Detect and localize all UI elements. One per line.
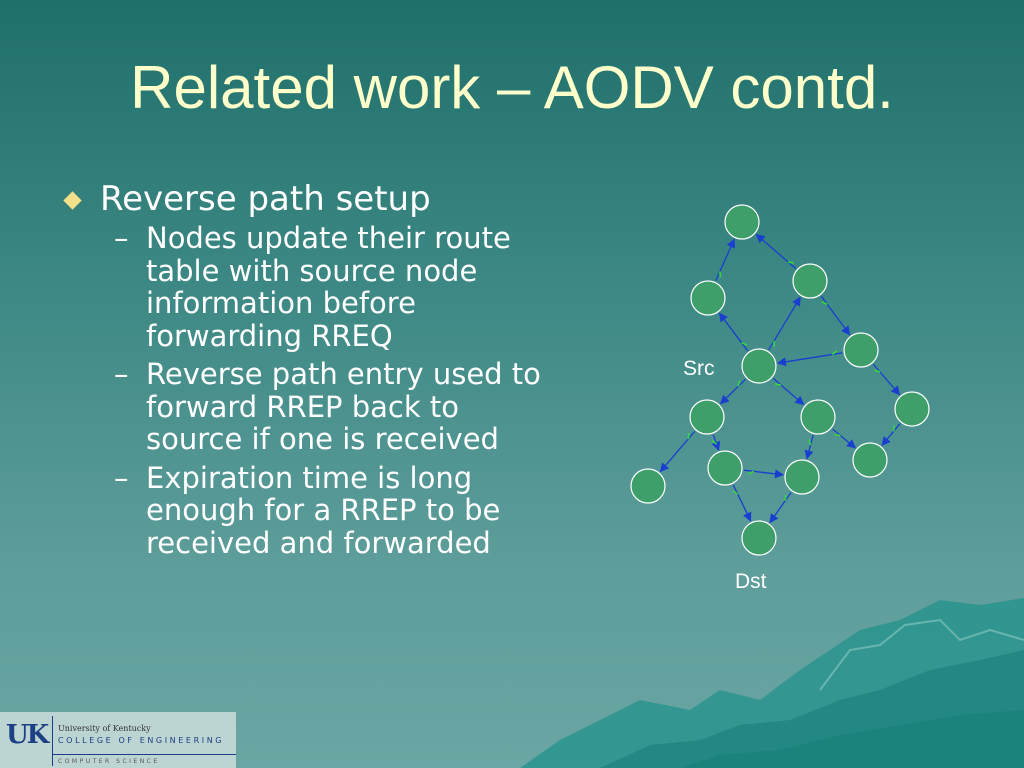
edge-e-j: [832, 428, 857, 449]
subbullet-text: Reverse path entry used to forward RREP …: [146, 357, 541, 456]
subbullet-reverse-entry: – Reverse path entry used to forward RRE…: [114, 358, 542, 456]
node-h: [707, 450, 743, 486]
logo-college: COLLEGE OF ENGINEERING: [58, 736, 225, 745]
edge-src-a: [718, 312, 749, 352]
reverse-path-tick: [892, 425, 896, 432]
edge-a-top: [715, 238, 736, 281]
reverse-path-tick: [834, 433, 841, 437]
subbullet-text: Nodes update their route table with sour…: [146, 221, 511, 353]
logo-mark: UK: [6, 720, 49, 750]
uk-engineering-logo: UK University of Kentucky COLLEGE OF ENG…: [0, 712, 236, 768]
dash-bullet: –: [114, 221, 129, 255]
reverse-path-tick: [719, 271, 722, 278]
reverse-path-tick: [737, 380, 741, 387]
node-layer: [630, 204, 930, 556]
reverse-path-tick: [732, 490, 739, 495]
dash-bullet: –: [114, 357, 129, 391]
reverse-path-tick: [821, 301, 828, 306]
node-f: [894, 391, 930, 427]
edge-i-dst: [769, 492, 792, 524]
reverse-path-tick: [687, 433, 690, 440]
bullet-reverse-path-setup: Reverse path setup: [62, 180, 542, 218]
node-g: [630, 468, 666, 504]
logo-department: COMPUTER SCIENCE: [58, 758, 160, 765]
node-e: [800, 399, 836, 435]
reverse-path-tick: [874, 369, 881, 373]
dash-bullet: –: [114, 460, 129, 495]
reverse-path-tick: [711, 440, 718, 445]
subbullet-list: – Nodes update their route table with so…: [114, 222, 542, 559]
bullet-text: Reverse path setup: [100, 179, 431, 219]
diamond-bullet-icon: [63, 191, 82, 210]
reverse-path-tick: [741, 342, 748, 346]
edge-src-b: [768, 296, 801, 351]
dst-label: Dst: [735, 570, 767, 593]
node-d: [689, 399, 725, 435]
subbullet-text: Expiration time is long enough for a RRE…: [146, 460, 501, 560]
node-c: [843, 332, 879, 368]
node-j: [852, 442, 888, 478]
reverse-path-tick: [775, 383, 782, 386]
edge-e-i: [804, 435, 814, 460]
edge-h-i: [743, 469, 785, 479]
edge-b-top: [755, 233, 797, 270]
edge-c-f: [872, 363, 901, 396]
node-dst: [741, 520, 777, 556]
edge-src-e: [772, 377, 805, 406]
slide-title: Related work – AODV contd.: [130, 54, 894, 121]
reverse-path-tick: [748, 470, 755, 475]
edge-d-h: [711, 434, 721, 451]
logo-university: University of Kentucky: [58, 724, 151, 733]
subbullet-route-table: – Nodes update their route table with so…: [114, 222, 542, 352]
node-i: [784, 459, 820, 495]
edge-h-dst: [732, 484, 752, 522]
bullet-list: Reverse path setup – Nodes update their …: [62, 180, 542, 565]
logo-rule: [52, 754, 236, 755]
node-a: [690, 280, 726, 316]
edge-c-src: [776, 352, 843, 367]
edge-layer: [659, 233, 901, 524]
edge-b-c: [820, 295, 851, 336]
subbullet-expiration: – Expiration time is long enough for a R…: [114, 460, 542, 560]
reverse-path-tick: [787, 261, 794, 264]
src-label: Src: [683, 357, 715, 380]
network-diagram: Src Dst: [630, 204, 930, 593]
node-top: [724, 204, 760, 240]
edge-d-g: [659, 431, 696, 473]
reverse-path-tick: [808, 439, 812, 446]
node-src: [741, 348, 777, 384]
logo-divider: [52, 716, 53, 766]
node-b: [792, 263, 828, 299]
reverse-path-tick: [831, 350, 838, 356]
edge-src-d: [719, 378, 746, 405]
edge-f-j: [881, 423, 901, 447]
